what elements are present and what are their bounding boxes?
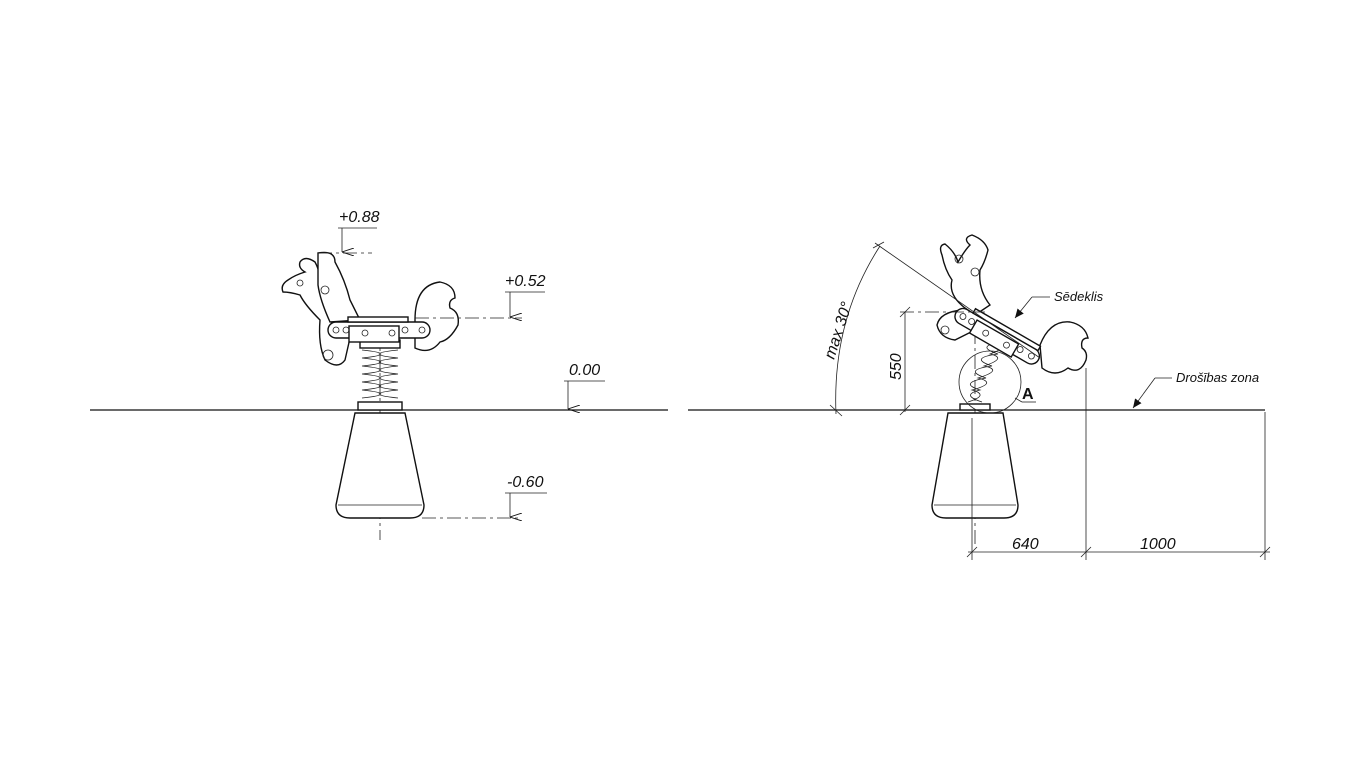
elevation-marker-000: 0.00 [564,362,605,409]
elevation-label: 0.00 [569,362,600,379]
spring [967,341,1003,403]
concrete-base [931,412,1019,519]
rooster-tail [414,281,460,352]
spring [357,339,403,411]
elevation-marker-060: -0.60 [422,474,547,518]
seat-label: Sēdeklis [1054,289,1104,304]
height-dimension: 550 [888,306,985,416]
elevation-label: +0.52 [505,273,546,290]
concrete-base [335,412,425,519]
front-view: +0.88 +0.52 0.00 -0.60 [90,209,668,540]
elevation-label: -0.60 [507,474,544,491]
dimension-label: 1000 [1140,536,1176,553]
side-view: max 30° 550 Sēdeklis A Drošības zona [688,234,1271,560]
angle-label: max 30° [822,299,857,361]
detail-callout: A [1014,386,1036,403]
elevation-marker-088: +0.88 [318,209,380,253]
safety-zone-callout: Drošības zona [1132,370,1259,409]
rooster-head [939,234,992,316]
detail-label: A [1022,386,1034,403]
dimension-label: 640 [1012,536,1039,553]
seat-plate [954,307,1042,365]
height-label: 550 [888,353,905,380]
safety-zone-label: Drošības zona [1176,370,1259,385]
elevation-label: +0.88 [339,209,380,226]
rooster-tail [1039,321,1089,374]
elevation-marker-052: +0.52 [415,273,546,318]
seat-callout: Sēdeklis [1014,289,1104,319]
detail-circle-a [958,350,1022,414]
horizontal-dimensions: 640 1000 [966,368,1271,560]
seat-plate [327,316,431,343]
